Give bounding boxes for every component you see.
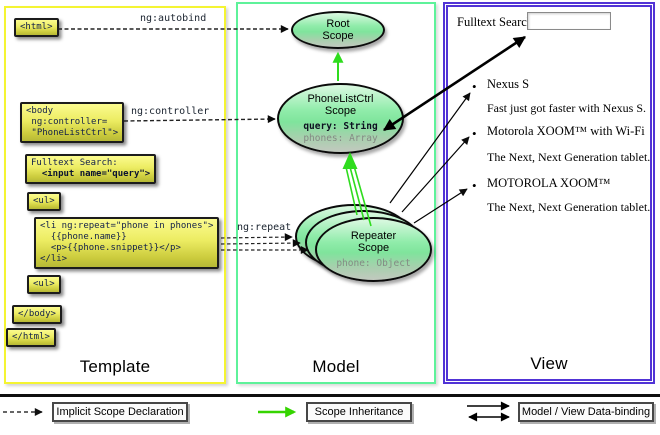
code-body-open: <body ng:controller= "PhoneListCtrl"> [20, 102, 125, 143]
view-panel-label: View [530, 354, 568, 373]
repeater-scope-node-front: Repeater Scope phone: Object [315, 217, 432, 282]
scope-title: Scope [322, 30, 354, 42]
scope-title: PhoneListCtrl [307, 92, 374, 105]
code-line: Fulltext Search: [31, 158, 118, 168]
code-li-repeat: <li ng:repeat="phone in phones"> {{phone… [34, 217, 220, 269]
code-line: </html> [12, 332, 50, 342]
template-panel: <html> <body ng:controller= "PhoneListCt… [4, 6, 226, 384]
repeat-edge-label: ng:repeat [237, 222, 292, 233]
controller-edge-label: ng:controller [131, 106, 210, 117]
implicit-scope-arrow-icon [3, 408, 43, 416]
view-item-desc: Fast just got faster with Nexus S. [487, 101, 646, 115]
view-item-title: Motorola XOOM™ with Wi-Fi [487, 124, 645, 138]
code-line: </body> [18, 309, 56, 319]
code-line: ng:controller= [26, 117, 108, 127]
view-item-desc: The Next, Next Generation tablet. [487, 150, 651, 164]
legend-inheritance-label: Scope Inheritance [314, 406, 404, 418]
scope-title: Repeater [350, 229, 397, 242]
code-html-close: </html> [6, 328, 56, 347]
template-panel-label: Template [79, 357, 151, 376]
legend-divider [0, 394, 660, 397]
fulltext-search-input[interactable] [527, 12, 611, 30]
legend-implicit-label: Implicit Scope Declaration [56, 406, 184, 418]
scope-property-phone: phone: Object [336, 257, 411, 269]
view-item-title: MOTOROLA XOOM™ [487, 176, 611, 190]
scope-inheritance-arrow-icon [258, 406, 297, 418]
scope-title: Root [326, 17, 350, 30]
model-panel: Model [236, 2, 436, 384]
code-line: <ul> [33, 196, 55, 206]
legend-implicit-box: Implicit Scope Declaration [52, 402, 188, 422]
code-html-open: <html> [14, 18, 59, 37]
code-line: <html> [20, 22, 53, 32]
legend-inheritance-box: Scope Inheritance [306, 402, 412, 422]
code-line: <ul> [33, 279, 55, 289]
bullet-icon: • [472, 79, 477, 94]
code-line: "PhoneListCtrl"> [26, 128, 119, 138]
bullet-icon: • [472, 178, 477, 193]
scope-title: Scope [324, 105, 357, 117]
view-item-title: Nexus S [487, 77, 530, 91]
root-scope-node: Root Scope [291, 11, 385, 49]
code-line: </li> [40, 254, 68, 264]
bullet-icon: • [472, 126, 477, 141]
fulltext-search-label: Fulltext Search: [457, 15, 537, 29]
code-fulltext-input: Fulltext Search: <input name="query"> [25, 154, 157, 184]
code-line: <input name="query"> [31, 169, 151, 179]
view-item-desc: The Next, Next Generation tablet. [487, 200, 651, 214]
scope-property-query: query: String [303, 120, 378, 132]
code-ul-close: <ul> [27, 275, 61, 294]
autobind-edge-label: ng:autobind [140, 13, 207, 24]
code-ul-open: <ul> [27, 192, 61, 211]
model-panel-label: Model [312, 357, 360, 376]
scope-property-phones: phones: Array [303, 132, 378, 144]
code-line: {{phone.name}} [40, 232, 127, 242]
scope-title: Scope [357, 242, 390, 254]
code-body-close: </body> [12, 305, 62, 324]
code-line: <li ng:repeat="phone in phones"> [40, 221, 214, 231]
legend-binding-label: Model / View Data-binding [521, 406, 651, 418]
legend-binding-box: Model / View Data-binding [518, 402, 654, 422]
code-line: <p>{{phone.snippet}}</p> [40, 243, 181, 253]
code-line: <body [26, 106, 54, 116]
data-binding-arrows-icon [467, 401, 510, 422]
phonelistctrl-scope-node: PhoneListCtrl Scope query: String phones… [277, 83, 404, 154]
